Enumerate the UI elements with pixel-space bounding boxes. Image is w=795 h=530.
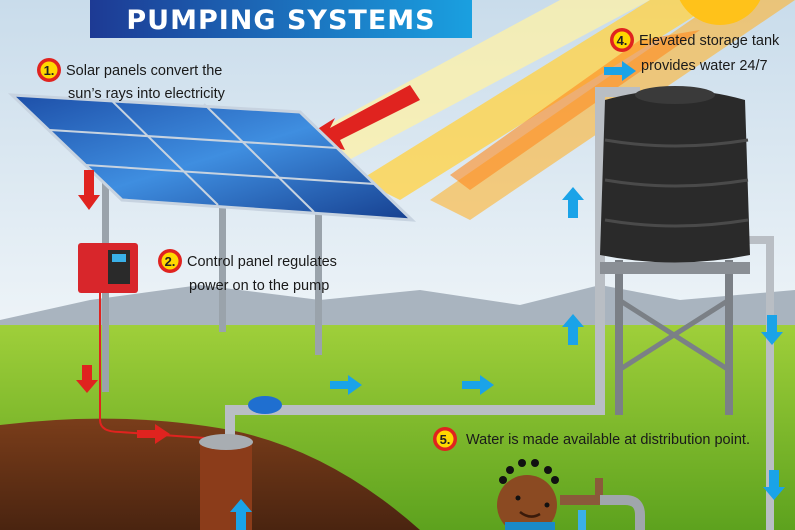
sun bbox=[679, 0, 761, 25]
page-title: PUMPING SYSTEMS bbox=[126, 5, 435, 36]
svg-text:provides water 24/7: provides water 24/7 bbox=[641, 58, 768, 74]
svg-text:5.: 5. bbox=[440, 432, 451, 447]
water-tap bbox=[560, 478, 645, 530]
svg-text:1.: 1. bbox=[44, 63, 55, 78]
svg-text:4.: 4. bbox=[617, 33, 628, 48]
svg-text:Elevated storage tank: Elevated storage tank bbox=[639, 33, 780, 49]
svg-text:sun’s rays into electricity: sun’s rays into electricity bbox=[68, 86, 226, 102]
control-panel bbox=[78, 243, 138, 293]
sun-ray-arrow bbox=[300, 85, 420, 150]
title-banner bbox=[90, 0, 472, 38]
power-cable bbox=[99, 293, 206, 439]
svg-text:2.: 2. bbox=[165, 254, 176, 269]
svg-text:Solar panels convert the: Solar panels convert the bbox=[66, 63, 222, 79]
step-4-label: 4. Elevated storage tank provides water … bbox=[610, 28, 780, 74]
step-1-label: 1. Solar panels convert the sun’s rays i… bbox=[37, 58, 226, 102]
distribution-pipe bbox=[740, 236, 774, 530]
svg-text:power on to the pump: power on to the pump bbox=[189, 278, 329, 294]
svg-text:Control panel regulates: Control panel regulates bbox=[187, 254, 337, 270]
solar-panel bbox=[8, 93, 417, 392]
svg-text:Water is made available at dis: Water is made available at distribution … bbox=[466, 432, 750, 448]
child-illustration bbox=[497, 459, 559, 530]
water-flow-arrows bbox=[230, 61, 785, 530]
pipe-valve bbox=[248, 396, 282, 414]
step-5-label: 5. Water is made available at distributi… bbox=[433, 427, 750, 451]
step-2-label: 2. Control panel regulates power on to t… bbox=[158, 249, 337, 294]
water-pipe bbox=[225, 87, 640, 440]
storage-tank-tower bbox=[600, 86, 750, 415]
